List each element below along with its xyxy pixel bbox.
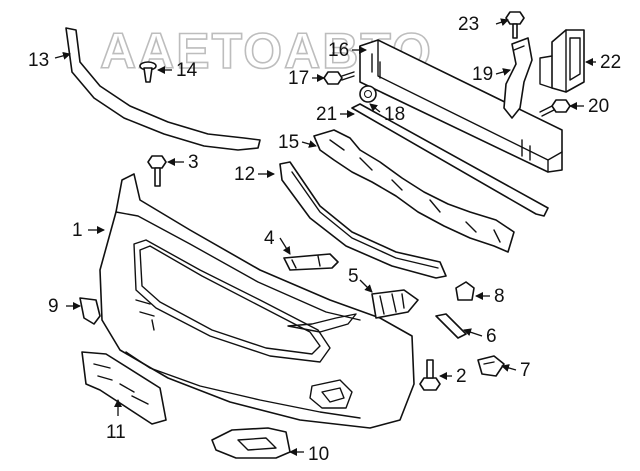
callout-22: 22 [600, 52, 621, 73]
callout-19: 19 [472, 64, 493, 85]
beam-bracket-part [539, 29, 585, 93]
callout-17: 17 [288, 68, 309, 89]
energy-absorber-part [313, 129, 515, 253]
fog-cover-part [211, 427, 291, 459]
bolt-17-part [323, 71, 355, 85]
callout-18: 18 [384, 104, 405, 125]
callout-21: 21 [316, 104, 337, 125]
grille-support-part [279, 161, 447, 279]
callout-4: 4 [264, 228, 275, 249]
callout-9: 9 [48, 296, 59, 317]
energy-absorber-strip-part [351, 103, 549, 217]
callout-2: 2 [456, 366, 467, 387]
license-bracket-part [81, 351, 167, 425]
callout-15: 15 [278, 132, 299, 153]
bracket-9-part [79, 297, 101, 325]
reinforcement-beam-part [359, 39, 563, 173]
callout-6: 6 [486, 326, 497, 347]
callout-1: 1 [72, 220, 83, 241]
block-8-part [455, 281, 475, 301]
callout-14: 14 [176, 60, 198, 81]
callout-10: 10 [308, 444, 329, 465]
callout-20: 20 [588, 96, 609, 117]
callout-16: 16 [328, 40, 349, 61]
callout-5: 5 [348, 266, 359, 287]
callout-13: 13 [28, 50, 49, 71]
callout-12: 12 [234, 164, 255, 185]
bracket-5-part [371, 289, 419, 319]
side-bracket-part [503, 37, 533, 119]
bracket-4-part [283, 253, 339, 271]
callout-7: 7 [520, 360, 531, 381]
bolt-2-part [419, 359, 441, 391]
callout-3: 3 [188, 152, 199, 173]
callout-23: 23 [458, 14, 479, 35]
strip-6-part [435, 313, 467, 339]
bolt-20-part [539, 99, 571, 117]
callout-8: 8 [494, 286, 505, 307]
bolt-23-part [505, 11, 525, 39]
nut-18-part [359, 85, 377, 103]
callout-11: 11 [106, 422, 126, 443]
upper-trim-strip-part [65, 27, 261, 151]
bolt-3-part [147, 155, 167, 187]
bumper-fascia-part [99, 173, 415, 429]
clip-14-part [139, 61, 157, 83]
clip-7-part [477, 355, 505, 377]
